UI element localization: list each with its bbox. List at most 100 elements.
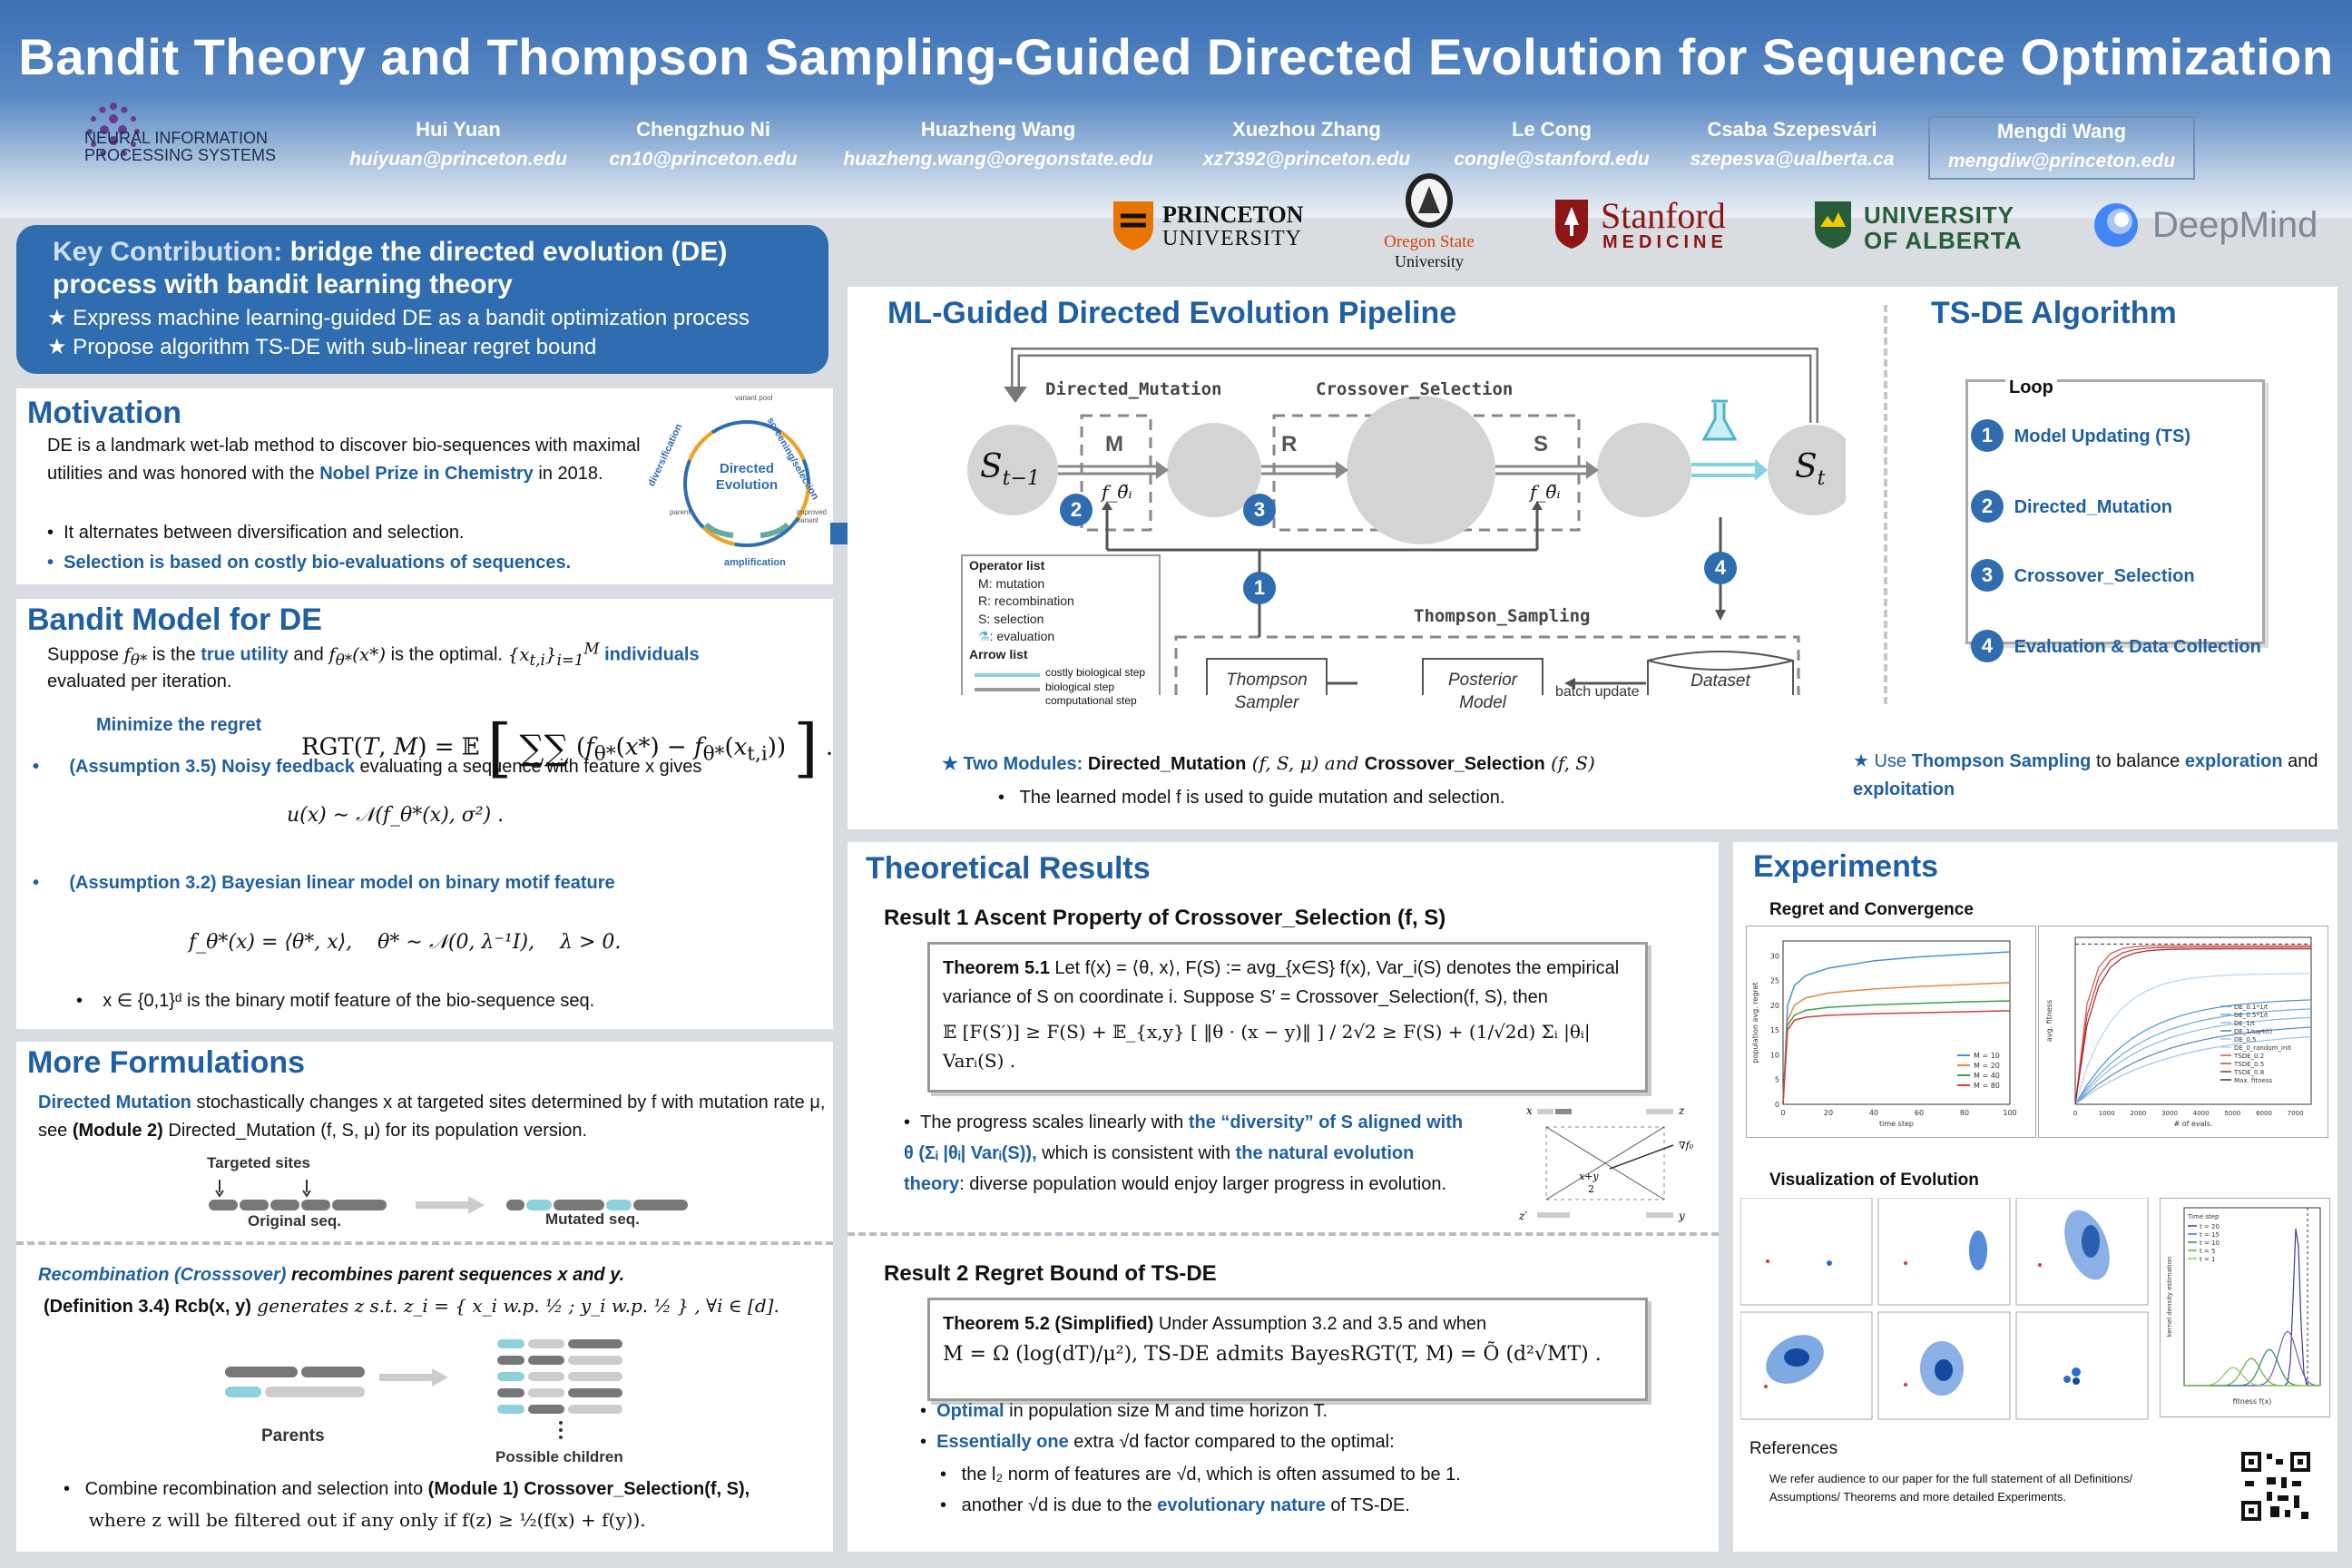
optimal-bullet: • Optimal in population size M and time … [920,1401,1328,1421]
author-5: Le Cong congle@stanford.edu [1443,118,1661,171]
node-line: Sampler [1234,692,1299,712]
text-run: Suppose [47,644,124,665]
definition-equation: generates z s.t. z_i = { x_i w.p. ½ ; y_… [250,1295,779,1317]
author-email: huazheng.wang@oregonstate.edu [843,149,1153,170]
visualization-subheading: Visualization of Evolution [1769,1171,1979,1190]
legend-label: t = 20 [2200,1223,2220,1230]
definition-label: (Definition 3.4) Rcb(x, y) [44,1297,251,1317]
x-tick-label: 3000 [2161,1110,2178,1117]
series-line [2074,945,2312,1105]
theorem-51-box: Theorem 5.1 Let f(x) = ⟨θ, x⟩, F(S) := a… [927,942,1648,1093]
legend-label: DE_0_random_init [2234,1044,2291,1052]
poster-header [0,0,2352,218]
bullet-text: The learned model f is used to guide mut… [1019,788,1505,808]
op-S: S [1534,432,1549,456]
legend-text: : evaluation [989,629,1055,644]
text-run: (f, S) [1544,752,1595,774]
assumption-35-line: • (Assumption 3.5) Noisy feedback evalua… [33,757,702,777]
theorem-equation: 𝔼 [F(S′)] ≥ F(S) + 𝔼_{x,y} [ ‖θ · (x − y… [943,1021,1591,1072]
key-bullet: ★ Propose algorithm TS-DE with sub-linea… [47,335,597,359]
oregon-state-logo: Oregon State University [1370,168,1488,277]
x-tick-label: 0 [1780,1109,1785,1117]
y-tick-label: 10 [1770,1051,1779,1059]
result-1-bullet: • The progress scales linearly with the … [904,1112,1464,1194]
text-run: Directed_Mutation (f, S, μ) for its popu… [162,1121,588,1141]
neurips-logo: NEURAL INFORMATION PROCESSING SYSTEMS [77,95,322,168]
cycle-label: improved variant [797,508,827,524]
x-tick-label: 4000 [2193,1110,2210,1117]
svg-text:2: 2 [1588,1183,1594,1195]
author-name: Mengdi Wang [1996,120,2127,142]
cycle-center-line: Evolution [715,477,779,493]
alberta-word: UNIVERSITY [1864,201,2015,229]
operator-legend: Operator list M: mutation R: recombinati… [969,557,1074,664]
author-name: Chengzhuo Ni [636,118,770,141]
text-run: where z will be filtered out if any only… [88,1509,646,1531]
poster-title: Bandit Theory and Thompson Sampling-Guid… [18,28,2334,85]
two-modules-note: ★ Two Modules: Directed_Mutation (f, S, … [942,750,1595,779]
qr-code-icon[interactable] [2239,1450,2312,1523]
tsde-step-3: 3 Crossover_Selection [1971,559,2195,592]
text-run: Combine recombination and selection into [84,1479,428,1499]
cycle-label: parent [670,508,691,516]
x-tick-label: 100 [2003,1109,2016,1117]
author-email: xz7392@princeton.edu [1202,149,1411,170]
series-line [2074,999,2312,1105]
regret-subheading: Regret and Convergence [1769,900,1974,919]
arrow-legend-item: computational step [1045,694,1137,707]
text-run: (f, S, μ) and [1246,752,1365,774]
module-ref: (Module 2) [72,1121,163,1141]
x-tick-label: 7000 [2288,1110,2304,1117]
model-f-cs: f_θ̃ᵢ [1530,481,1561,503]
series-line [1782,951,2011,1105]
bandit-panel: Bandit Model for DE Suppose fθ* is the t… [16,599,833,1029]
node-line: Posterior [1447,671,1518,690]
references-text: We refer audience to our paper for the f… [1769,1472,2133,1504]
pipeline-title: ML-Guided Directed Evolution Pipeline [887,296,1457,330]
author-2: Chengzhuo Ni cn10@princeton.edu [599,118,808,171]
theorem-label: Theorem 5.2 (Simplified) [943,1314,1154,1334]
pipeline-diagram [961,348,1846,695]
step-badge: 2 [1971,490,2004,523]
oregon-beaver-icon [1406,173,1453,228]
y-axis-label: population avg. regret [1751,982,1759,1063]
step-badge: 4 [1971,630,2004,662]
series-line [2183,1367,2320,1387]
oregon-sub: University [1395,252,1464,270]
tsde-step-1: 1 Model Updating (TS) [1971,419,2190,452]
text-run: and [2282,751,2318,771]
section-divider [848,1232,1719,1236]
bullet-text: It alternates between diversification an… [64,523,465,543]
x-tick-label: 20 [1824,1109,1833,1117]
cs-box-label: Crossover_Selection [1316,379,1514,399]
series-line [2074,948,2312,1105]
y-tick-label: 5 [1775,1076,1779,1084]
mutation-sequence-figure [209,1180,688,1214]
vertical-divider [1884,305,1887,704]
section-divider [16,1241,833,1245]
plot-frame [1782,940,2011,1105]
result-1-heading: Result 1 Ascent Property of Crossover_Se… [884,906,1446,930]
evolution-density-plots [1740,1197,2149,1420]
cycle-arrows-icon [683,420,810,547]
bullet-text: Selection is based on costly bio-evaluat… [64,553,572,573]
key-contribution-text: bridge the directed evolution (DE) proce… [53,237,728,299]
x-tick-label: 1000 [2099,1110,2115,1117]
x-axis-label: fitness f(x) [2233,1397,2272,1406]
linear-model-equation: f_θ*(x) = ⟨θ*, x⟩, θ* ∼ 𝒩(0, λ⁻¹I), λ > … [189,931,622,954]
stanford-logo: Stanford MEDICINE [1553,195,1762,254]
svg-text:x: x [1526,1104,1533,1117]
nobel-highlight: Nobel Prize in Chemistry [319,464,534,484]
key-contribution-box: Key Contribution: bridge the directed ev… [16,225,828,374]
individuals-highlight: individuals [604,644,700,665]
bullet-text: x ∈ {0,1}ᵈ is the binary motif feature o… [103,991,595,1011]
svg-text:∇f₀: ∇f₀ [1679,1140,1694,1152]
de-cycle-diagram: Directed Evolution diversification scree… [646,388,833,579]
legend-label: M = 10 [1974,1052,2000,1060]
combine-bullet: • Combine recombination and selection in… [64,1479,750,1531]
text-run: in 2018. [533,464,603,484]
y-tick-label: 30 [1770,952,1779,960]
